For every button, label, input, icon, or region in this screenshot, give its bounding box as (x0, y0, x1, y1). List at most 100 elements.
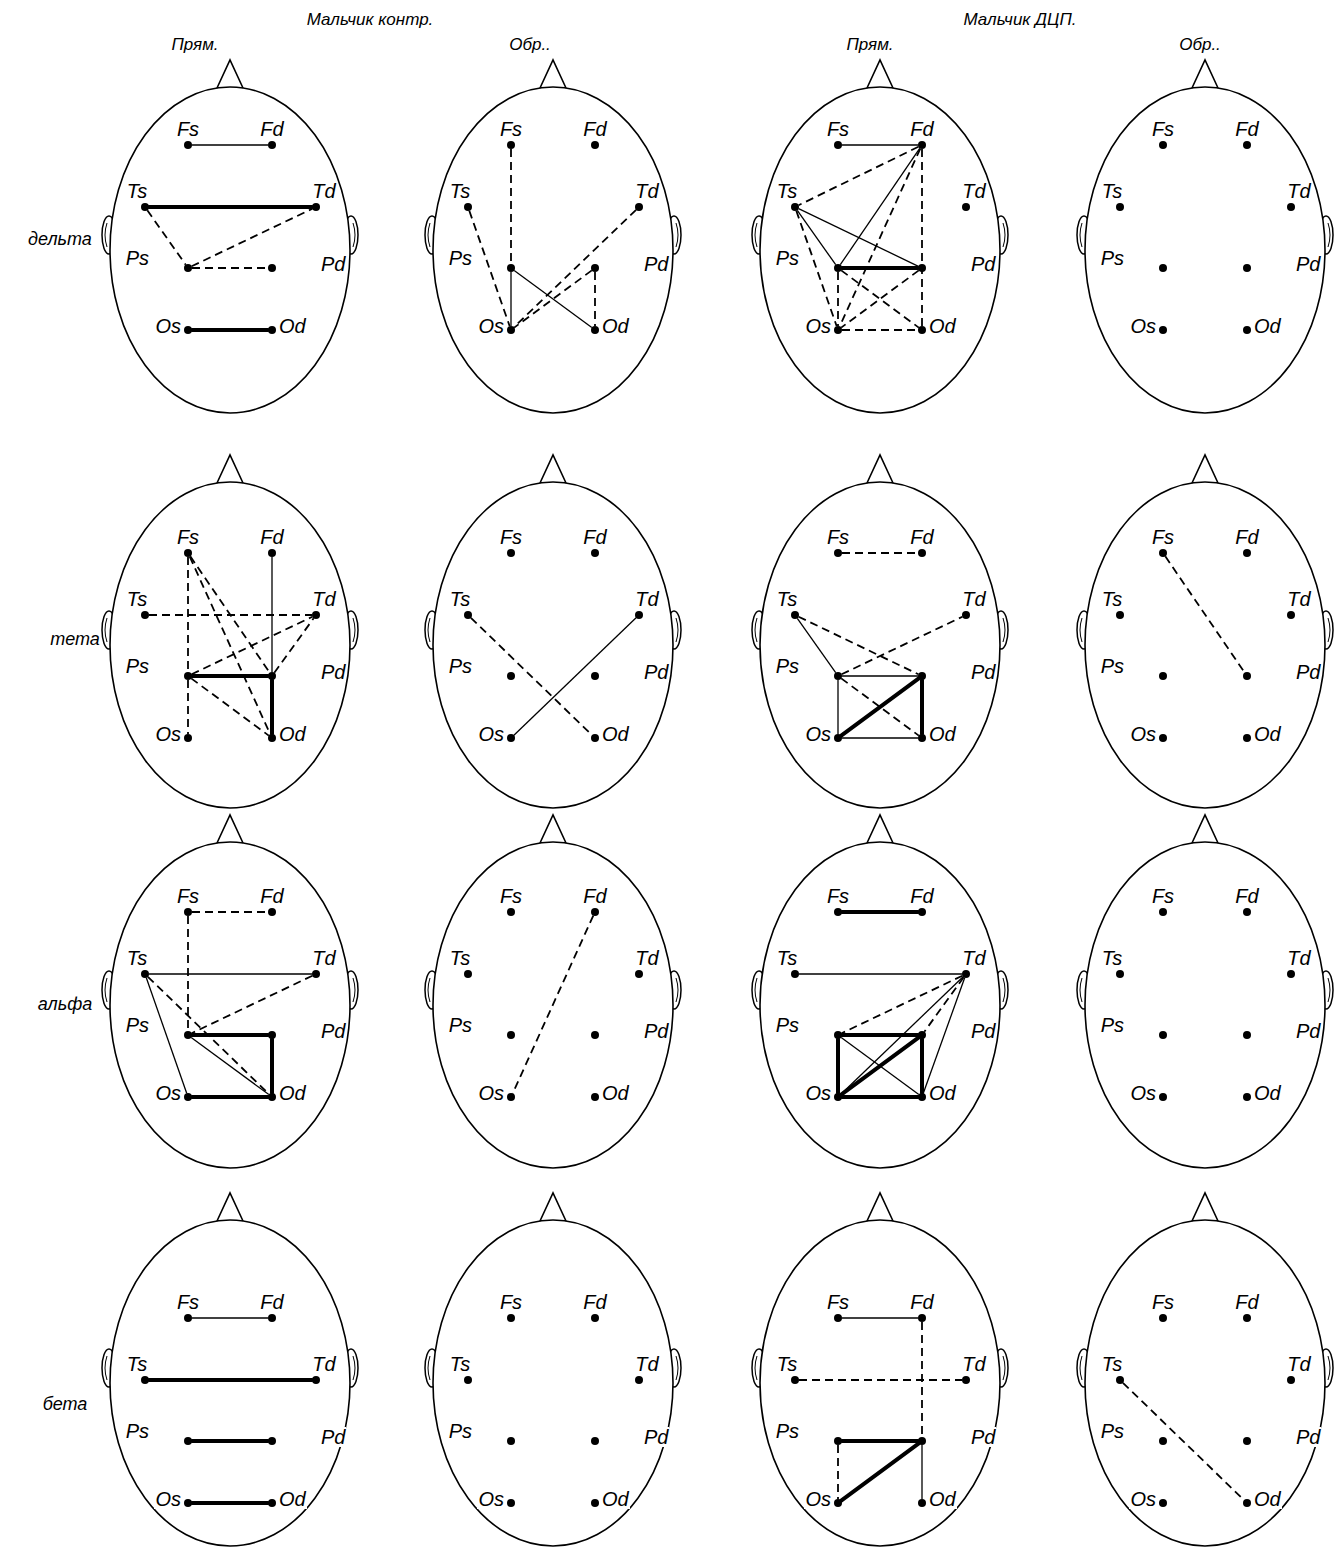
electrode-label: Fd (909, 119, 934, 139)
electrode-label: Os (1129, 1083, 1157, 1103)
coherence-link (147, 210, 185, 264)
electrode-dot: Fs (507, 1314, 515, 1322)
electrode-label: Td (311, 589, 336, 609)
coherence-link (192, 267, 268, 269)
electrode-dot: Os (184, 1499, 192, 1507)
electrode-dot: Pd (918, 1437, 926, 1445)
electrode-dot: Fd (918, 549, 926, 557)
coherence-link (842, 144, 918, 145)
column-header: Мальчик контр. (307, 11, 434, 30)
coherence-link (799, 973, 962, 974)
coherence-link (837, 272, 839, 326)
electrode-label: Fs (1151, 1292, 1175, 1312)
electrode-dot: Ts (1116, 970, 1124, 978)
electrode-label: Od (928, 1489, 957, 1509)
electrode-label: Ts (126, 948, 148, 968)
electrode-dot: Ps (1159, 1437, 1167, 1445)
electrode-dot: Od (268, 1093, 276, 1101)
head-outline (752, 1193, 1008, 1546)
electrode-dot: Fd (1243, 141, 1251, 149)
electrode-dot: Ps (507, 672, 515, 680)
electrode-dot: Od (591, 1499, 599, 1507)
coherence-link (837, 680, 838, 734)
coherence-link (921, 1445, 922, 1499)
coherence-link (920, 1039, 924, 1093)
electrode-label: Ts (1101, 1354, 1123, 1374)
electrode-dot: Od (1243, 326, 1251, 334)
electrode-dot: Ts (1116, 1376, 1124, 1384)
electrode-dot: Os (507, 1093, 515, 1101)
electrode-dot: Ps (184, 1031, 192, 1039)
electrode-label: Fs (1151, 527, 1175, 547)
electrode-dot: Od (1243, 1093, 1251, 1101)
electrode-label: Ts (776, 1354, 798, 1374)
electrode-dot: Pd (1243, 672, 1251, 680)
electrode-dot: Fd (268, 908, 276, 916)
electrode-label: Od (278, 1083, 307, 1103)
electrode-label: Os (154, 1489, 182, 1509)
coherence-link (274, 618, 313, 673)
electrode-label: Fs (176, 527, 200, 547)
electrode-label: Od (278, 316, 307, 336)
electrode-dot: Td (962, 1376, 970, 1384)
electrode-dot: Od (918, 1093, 926, 1101)
electrode-dot: Os (507, 734, 515, 742)
coherence-link (841, 1037, 919, 1094)
electrode-label: Od (1253, 724, 1282, 744)
electrode-dot: Fd (591, 908, 599, 916)
electrode-label: Ts (126, 589, 148, 609)
head-outline (1077, 455, 1333, 808)
electrode-dot: Fd (591, 141, 599, 149)
band-label: альфа (38, 995, 92, 1015)
electrode-label: Os (154, 1083, 182, 1103)
electrode-label: Ps (775, 1421, 800, 1441)
electrode-label: Pd (970, 1021, 996, 1041)
coherence-link (840, 149, 921, 327)
electrode-dot: Fd (1243, 1314, 1251, 1322)
electrode-dot: Pd (268, 1437, 276, 1445)
electrode-dot: Pd (918, 264, 926, 272)
electrode-dot: Pd (918, 1031, 926, 1039)
coherence-link (192, 1501, 268, 1505)
electrode-label: Fd (1234, 119, 1259, 139)
head-outline (752, 60, 1008, 413)
head-outline (752, 455, 1008, 808)
electrode-dot: Fd (1243, 908, 1251, 916)
electrode-label: Pd (1295, 1021, 1321, 1041)
coherence-link (842, 910, 918, 914)
coherence-link (841, 270, 919, 327)
electrode-label: Pd (320, 1021, 346, 1041)
electrode-label: Os (477, 724, 505, 744)
electrode-dot: Ps (1159, 672, 1167, 680)
electrode-label: Ts (776, 181, 798, 201)
electrode-label: Fs (499, 527, 523, 547)
electrode-label: Os (477, 316, 505, 336)
electrode-dot: Fs (184, 908, 192, 916)
electrode-label: Od (601, 1489, 630, 1509)
electrode-label: Ts (1101, 948, 1123, 968)
electrode-dot: Fd (591, 549, 599, 557)
electrode-dot: Td (635, 203, 643, 211)
electrode-label: Ts (776, 589, 798, 609)
coherence-link (192, 1439, 268, 1443)
electrode-label: Fd (259, 1292, 284, 1312)
head-outline (425, 60, 681, 413)
electrode-label: Fs (826, 886, 850, 906)
electrode-dot: Ps (507, 1437, 515, 1445)
coherence-link (149, 973, 312, 974)
electrode-label: Fd (259, 886, 284, 906)
electrode-label: Ts (126, 181, 148, 201)
electrode-label: Ts (449, 589, 471, 609)
electrode-label: Ps (775, 1015, 800, 1035)
electrode-label: Fd (909, 886, 934, 906)
electrode-dot: Td (635, 1376, 643, 1384)
coherence-link (841, 678, 919, 735)
electrode-label: Td (1286, 589, 1311, 609)
coherence-link (841, 1037, 919, 1094)
electrode-dot: Ps (507, 264, 515, 272)
electrode-label: Ts (776, 948, 798, 968)
electrode-dot: Pd (268, 1031, 276, 1039)
electrode-dot: Fs (1159, 1314, 1167, 1322)
electrode-label: Fs (499, 119, 523, 139)
electrode-dot: Ps (834, 1437, 842, 1445)
